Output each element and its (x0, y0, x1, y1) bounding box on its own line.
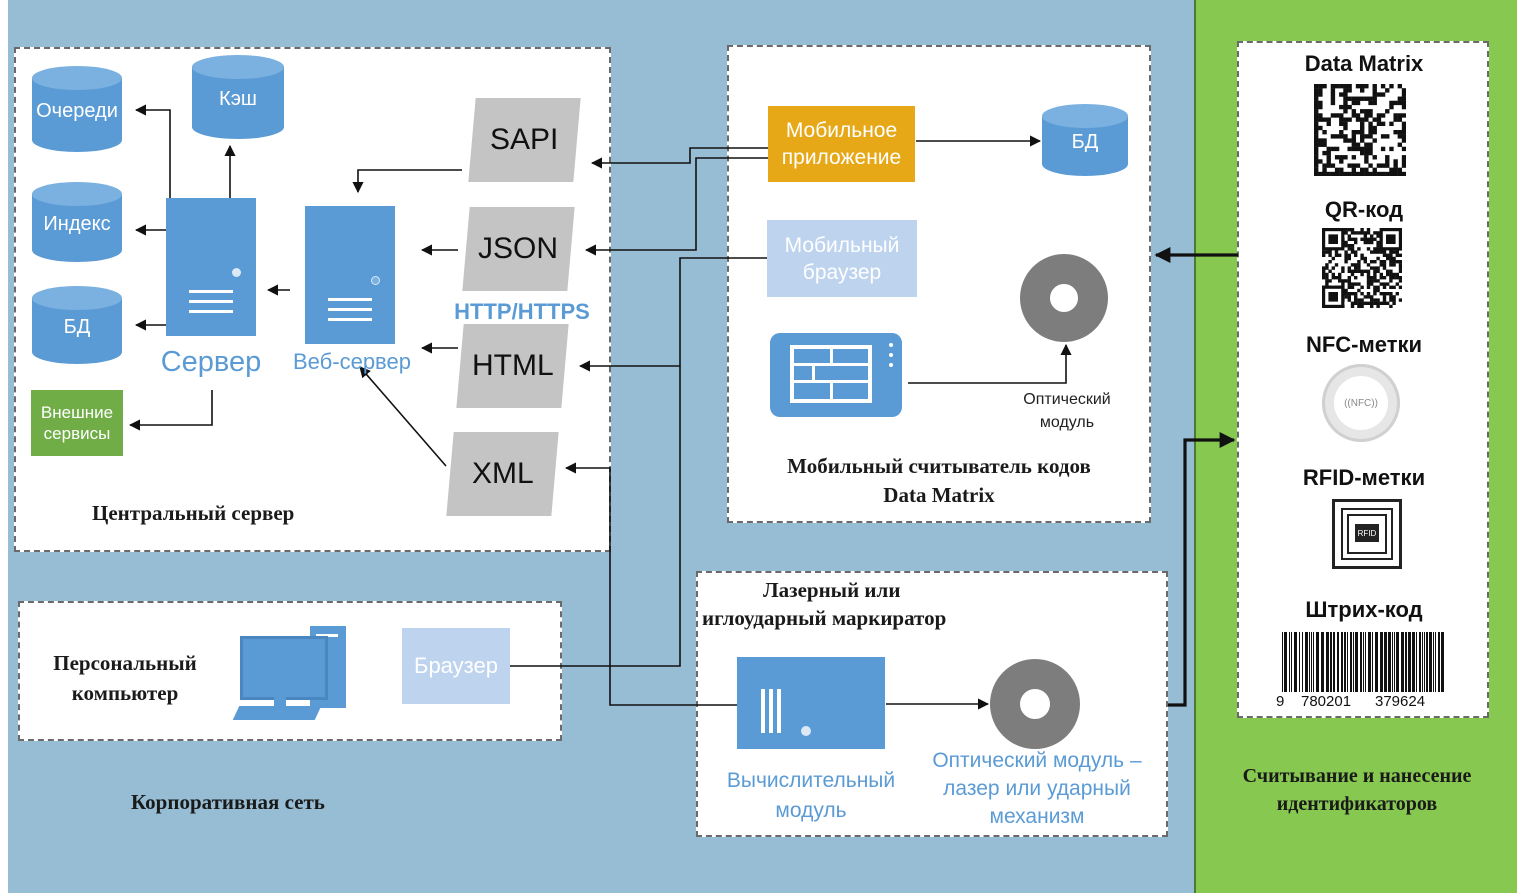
mobile-optical-ring-icon (1020, 254, 1108, 342)
web-server-icon (305, 206, 395, 344)
barcode-icon (1282, 632, 1444, 692)
mobile-browser-label: Мобильный браузер (784, 233, 900, 284)
external-services-box: Внешние сервисы (31, 390, 123, 456)
queues-label: Очереди (36, 99, 118, 122)
nfc-heading: NFC-метки (1305, 332, 1423, 357)
pc-browser-box: Браузер (402, 628, 510, 704)
index-database-icon: Индекс (32, 182, 122, 262)
mobile-reader-caption-1: Мобильный считыватель кодов (787, 454, 1091, 478)
pc-browser-label: Браузер (414, 653, 498, 678)
rfid-tag-icon: RFID (1332, 499, 1402, 569)
barcode-heading: Штрих-код (1305, 597, 1423, 622)
web-server-label: Веб-сервер (293, 349, 411, 374)
marker-optical-ring-icon (990, 659, 1080, 749)
protocol-label: HTTP/HTTPS (454, 299, 590, 324)
mobile-app-label: Мобильное приложение (781, 119, 902, 169)
rfid-chip-text: RFID (1355, 524, 1379, 542)
mobile-browser-box: Мобильный браузер (767, 220, 917, 297)
cache-database-icon: Кэш (192, 55, 284, 139)
mobile-app-box: Мобильное приложение (768, 106, 915, 182)
index-label: Индекс (43, 212, 111, 235)
sapi-format: SAPI (468, 98, 581, 182)
server-label: Сервер (160, 346, 262, 378)
qr-code-icon (1322, 228, 1402, 308)
json-label: JSON (478, 232, 559, 265)
nfc-tag-icon: ((NFC)) (1322, 364, 1400, 442)
mobile-db-icon: БД (1042, 104, 1128, 176)
marker-caption-1: Лазерный или (763, 578, 901, 602)
desktop-computer-icon (232, 626, 348, 722)
html-label: HTML (471, 349, 554, 382)
compute-module-label: Вычислительный модуль (726, 769, 896, 822)
external-services-label: Внешние сервисы (40, 403, 114, 443)
marker-caption-2: иглоударный маркиратор (702, 606, 947, 630)
main-database-icon: БД (32, 286, 122, 364)
tablet-icon (770, 333, 902, 417)
compute-module-icon (737, 657, 885, 749)
json-format: JSON (462, 207, 575, 291)
pc-label: Персональный компьютер (53, 651, 197, 705)
queues-database-icon: Очереди (32, 66, 122, 152)
barcode-digit-3: 379624 (1375, 693, 1426, 710)
qr-heading: QR-код (1324, 197, 1404, 222)
marker-optical-module-label: Оптический модуль – лазер или ударный ме… (932, 749, 1142, 828)
data-matrix-heading: Data Matrix (1304, 51, 1424, 76)
central-server-caption: Центральный сервер (92, 501, 295, 525)
nfc-tag-text: ((NFC)) (1334, 376, 1388, 430)
data-matrix-icon (1314, 84, 1406, 176)
barcode-digit-2: 780201 (1301, 693, 1352, 710)
main-db-label: БД (63, 315, 91, 338)
mobile-reader-caption-2: Data Matrix (883, 483, 995, 507)
mobile-optical-module-label: Оптический модуль (1023, 391, 1111, 431)
corporate-network-caption: Корпоративная сеть (131, 790, 325, 814)
cache-label: Кэш (219, 87, 257, 110)
xml-format: XML (446, 432, 559, 516)
xml-label: XML (471, 457, 534, 490)
sapi-label: SAPI (490, 123, 559, 156)
server-icon (166, 198, 256, 336)
mobile-db-label: БД (1071, 130, 1099, 153)
identifiers-caption: Считывание и нанесение идентификаторов (1242, 765, 1472, 815)
rfid-heading: RFID-метки (1302, 465, 1426, 490)
barcode-digit-1: 9 (1276, 693, 1285, 710)
html-format: HTML (456, 324, 569, 408)
